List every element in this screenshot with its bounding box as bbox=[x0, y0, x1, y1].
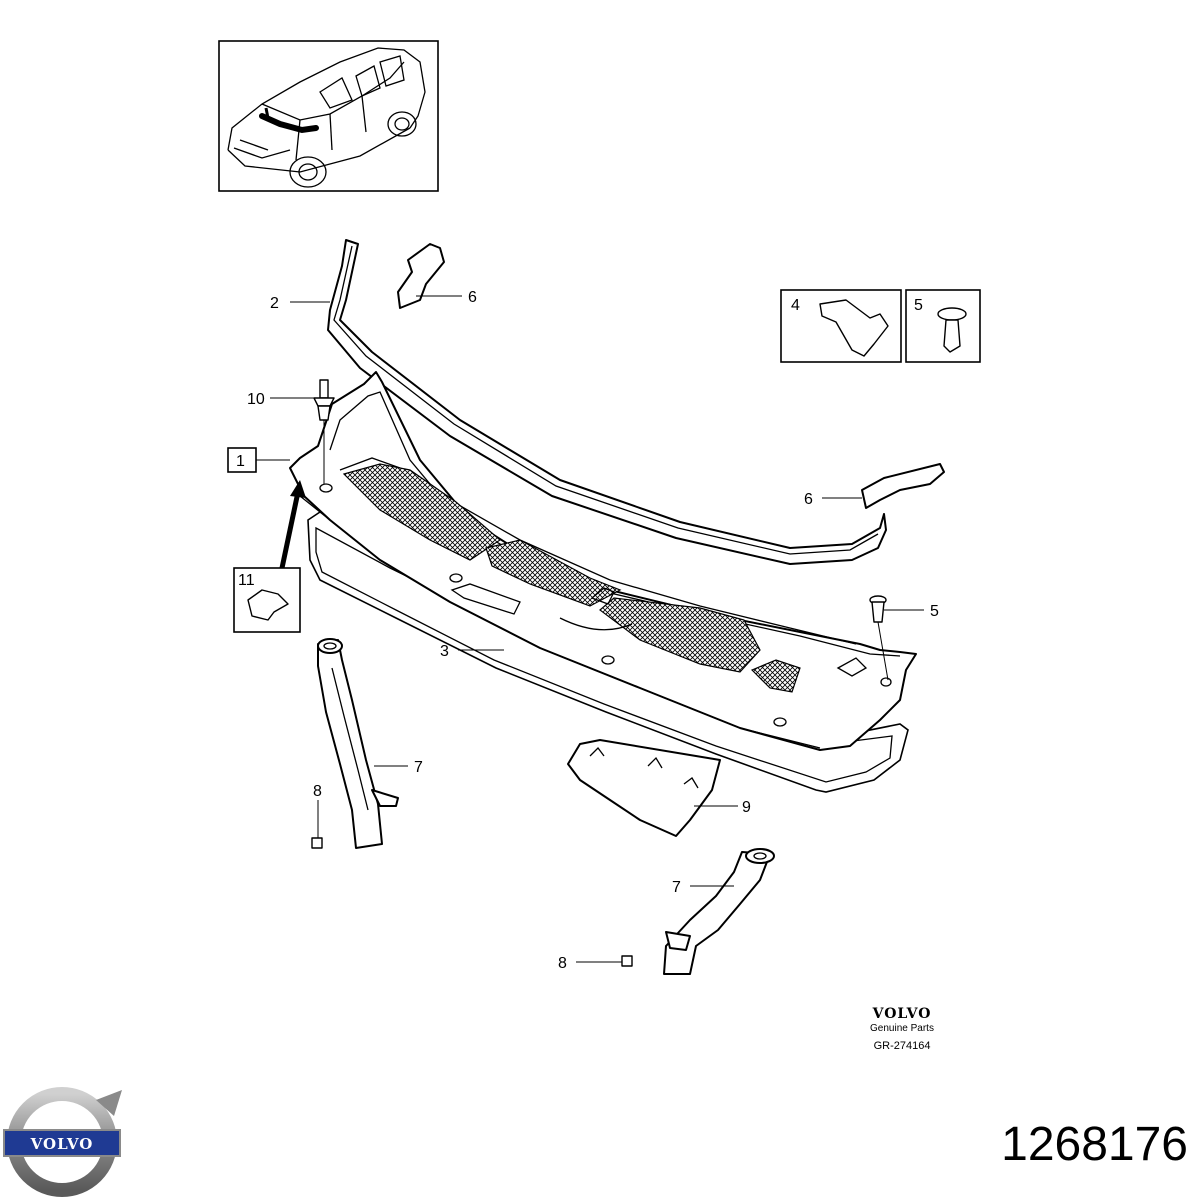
callout-10: 10 bbox=[247, 391, 265, 408]
callout-3: 3 bbox=[440, 643, 449, 660]
callout-box-1 bbox=[227, 447, 257, 473]
leader-lines bbox=[256, 295, 924, 963]
volvo-logo: VOLVO bbox=[3, 1087, 122, 1197]
inset-box-11 bbox=[233, 567, 301, 633]
callout-5-box: 5 bbox=[914, 297, 923, 314]
logo-wordmark: VOLVO bbox=[30, 1135, 94, 1153]
callout-8-bottom: 8 bbox=[558, 955, 567, 972]
nut-bottom bbox=[621, 955, 633, 967]
brand-wordmark: VOLVO bbox=[872, 1006, 932, 1022]
seal-strip bbox=[327, 239, 887, 565]
diagram-code: GR-274164 bbox=[874, 1040, 931, 1052]
part-number: 1268176 bbox=[1001, 1118, 1188, 1171]
cowl-panel bbox=[289, 371, 917, 751]
callout-5: 5 bbox=[930, 603, 939, 620]
nut-left bbox=[311, 837, 323, 849]
callout-7-bottom: 7 bbox=[672, 879, 681, 896]
callout-4: 4 bbox=[791, 297, 800, 314]
cover-piece-right bbox=[861, 463, 945, 509]
side-panel bbox=[567, 739, 721, 837]
pointer-arrow bbox=[279, 491, 301, 569]
pointer-arrowhead bbox=[290, 480, 306, 498]
inset-box-5 bbox=[905, 289, 981, 363]
brand-tagline: Genuine Parts bbox=[870, 1023, 934, 1034]
clip-fastener-5 bbox=[869, 595, 889, 681]
pin-fastener-10 bbox=[313, 379, 335, 484]
drain-hose-bottom bbox=[663, 848, 775, 975]
callout-11: 11 bbox=[238, 572, 255, 589]
callout-2: 2 bbox=[270, 295, 279, 312]
callout-6-top: 6 bbox=[468, 289, 477, 306]
callout-1: 1 bbox=[236, 453, 245, 470]
callout-6-right: 6 bbox=[804, 491, 813, 508]
car-overview-thumbnail bbox=[218, 40, 439, 192]
inset-box-4 bbox=[780, 289, 902, 363]
callout-8-left: 8 bbox=[313, 783, 322, 800]
callout-9: 9 bbox=[742, 799, 751, 816]
drain-hose-left bbox=[317, 638, 399, 849]
cover-piece-top bbox=[397, 243, 445, 309]
callout-7-left: 7 bbox=[414, 759, 423, 776]
